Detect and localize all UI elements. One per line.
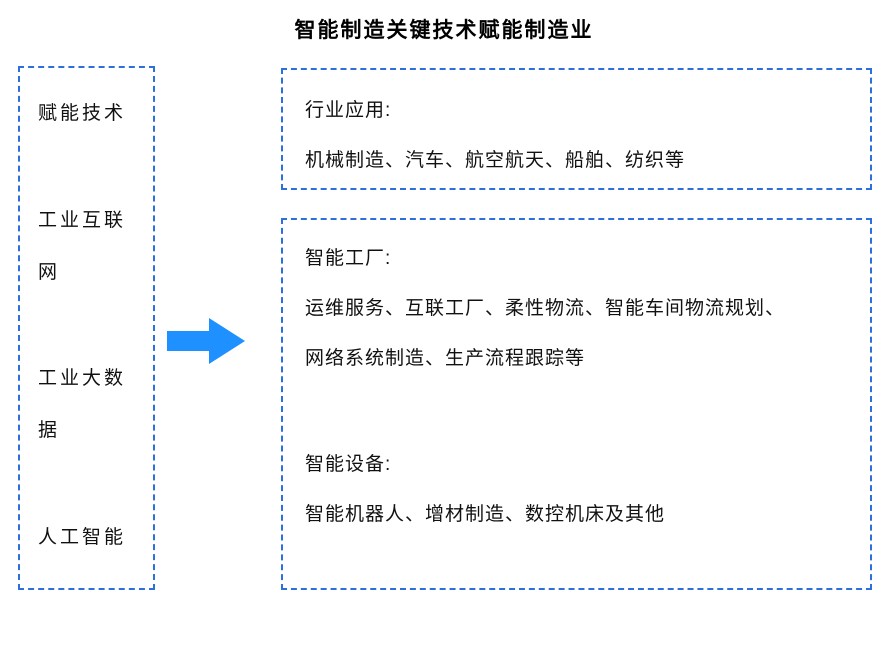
left-item-artificial-intelligence: 人工智能 (38, 526, 127, 548)
left-item-industrial-big-data: 工业大数据 (38, 368, 127, 442)
left-item-enabling-technology: 赋能技术 (38, 103, 127, 124)
diagram-title: 智能制造关键技术赋能制造业 (294, 19, 594, 42)
smart-equipment-line-1: 智能机器人、增材制造、数控机床及其他 (305, 504, 666, 525)
smart-factory-line-2: 网络系统制造、生产流程跟踪等 (305, 348, 586, 369)
arrow-head (209, 318, 245, 364)
industry-application-heading: 行业应用: (305, 100, 392, 121)
smart-factory-equipment-panel: 智能工厂: 运维服务、互联工厂、柔性物流、智能车间物流规划、 网络系统制造、生产… (281, 218, 872, 590)
enabling-technology-panel: 赋能技术 工业互联网 工业大数据 人工智能 (18, 66, 155, 590)
smart-factory-line-1: 运维服务、互联工厂、柔性物流、智能车间物流规划、 (305, 298, 786, 319)
industry-application-line: 机械制造、汽车、航空航天、船舶、纺织等 (305, 150, 686, 171)
smart-equipment-heading: 智能设备: (305, 454, 392, 475)
arrow-right-icon (167, 318, 245, 364)
arrow-shaft (167, 331, 209, 351)
industry-application-panel: 行业应用: 机械制造、汽车、航空航天、船舶、纺织等 (281, 68, 872, 190)
left-item-industrial-internet: 工业互联网 (38, 209, 127, 283)
smart-factory-section: 智能工厂: 运维服务、互联工厂、柔性物流、智能车间物流规划、 网络系统制造、生产… (305, 234, 848, 384)
smart-factory-heading: 智能工厂: (305, 248, 392, 269)
smart-equipment-section: 智能设备: 智能机器人、增材制造、数控机床及其他 (305, 440, 848, 540)
